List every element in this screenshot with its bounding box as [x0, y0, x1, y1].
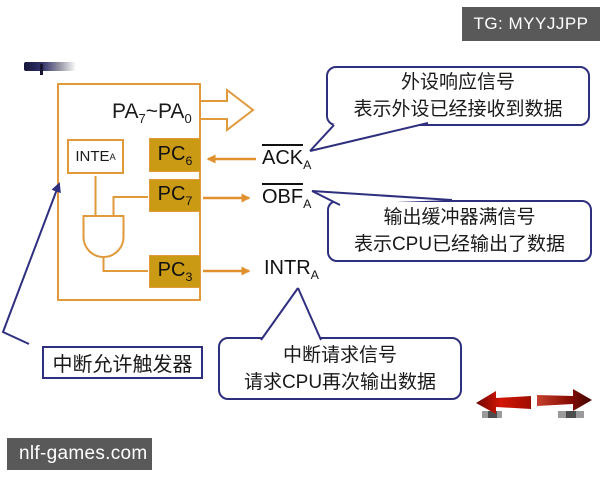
callout-ack-explain: 外设响应信号 表示外设已经接收到数据	[326, 66, 590, 126]
interrupt-enable-text: 中断允许触发器	[52, 354, 193, 376]
pa-high: PA	[112, 100, 139, 123]
pc3-sub: 3	[185, 270, 193, 284]
pa-low: PA	[157, 100, 185, 123]
callout-intr-tail	[260, 287, 322, 341]
callout-ack-tail	[309, 122, 429, 152]
inte-label: INTE	[75, 148, 110, 165]
pc7-box: PC7	[149, 179, 201, 212]
intr-sub: A	[310, 268, 319, 282]
ack-signal-label: ACKA	[262, 144, 311, 172]
pa-low-sub: 0	[184, 111, 192, 127]
pa-ports-label: PA7~PA0	[112, 99, 192, 132]
top-left-artifact	[24, 62, 76, 71]
inte-sub: A	[109, 151, 116, 162]
pc3-box: PC3	[149, 255, 201, 288]
ack-text: ACK	[262, 144, 304, 170]
callout-obf-explain: 输出缓冲器满信号 表示CPU已经输出了数据	[327, 200, 592, 262]
callout-obf-line1: 输出缓冲器满信号	[383, 207, 536, 228]
pa-tilde: ~	[145, 100, 158, 123]
callout-intr-line1: 中断请求信号	[282, 344, 397, 366]
nav-forward-arrow[interactable]	[537, 389, 592, 418]
interrupt-enable-label-box: 中断允许触发器	[42, 346, 203, 379]
callout-ack-line2: 表示外设已经接收到数据	[353, 99, 563, 120]
pc3-label: PC	[157, 259, 186, 281]
ack-sub: A	[303, 158, 312, 172]
obf-signal-label: OBFA	[262, 183, 311, 211]
pa-output-arrow	[201, 87, 255, 133]
pc7-label: PC	[157, 183, 186, 205]
nav-back-arrow[interactable]	[476, 391, 531, 418]
pc6-label: PC	[157, 142, 186, 165]
callout-obf-line2: 表示CPU已经输出了数据	[353, 234, 566, 255]
pa-high-sub: 7	[138, 111, 146, 127]
intr-text: INTR	[264, 257, 311, 279]
pc6-box: PC6	[149, 138, 201, 172]
pc6-sub: 6	[185, 153, 193, 168]
callout-ack-line1: 外设响应信号	[400, 72, 515, 93]
pc7-sub: 7	[185, 194, 193, 208]
intr-signal-label: INTRA	[264, 257, 319, 282]
nav-forward-shadow-dark	[566, 411, 576, 418]
watermark: nlf-games.com	[7, 438, 152, 470]
nav-back-shadow-dark	[488, 411, 497, 418]
tg-badge: TG: MYYJJPP	[462, 7, 600, 41]
obf-text: OBF	[262, 183, 304, 209]
top-left-artifact-tick	[40, 64, 43, 75]
callout-intr-line2: 请求CPU再次输出数据	[243, 371, 437, 393]
inte-pointer-arrow	[1, 182, 61, 345]
callout-intr-explain: 中断请求信号 请求CPU再次输出数据	[218, 337, 462, 400]
obf-sub: A	[303, 197, 312, 211]
